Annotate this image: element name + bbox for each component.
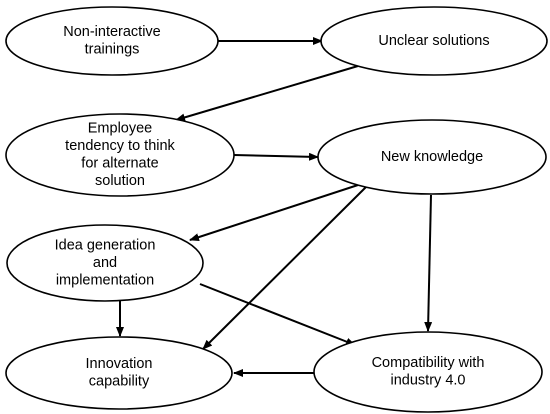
arrow-new-knowledge-to-compatibility-industry bbox=[424, 194, 433, 332]
node-label-line: and bbox=[93, 255, 117, 271]
node-ellipse bbox=[5, 113, 235, 197]
edges-layer bbox=[116, 37, 433, 377]
arrow-new-knowledge-to-idea-generation bbox=[189, 184, 359, 242]
node-ellipse bbox=[5, 336, 233, 410]
arrow-new-knowledge-to-innovation-capability bbox=[202, 186, 367, 350]
arrow-idea-generation-to-compatibility-industry bbox=[199, 283, 356, 346]
node-label-line: capability bbox=[89, 374, 150, 390]
node-unclear-solutions: Unclear solutions bbox=[320, 6, 548, 76]
arrow-employee-tendency-to-new-knowledge bbox=[233, 152, 319, 161]
node-ellipse bbox=[320, 6, 548, 76]
node-ellipse bbox=[317, 119, 547, 195]
node-non-interactive-trainings: Non-interactive trainings bbox=[5, 6, 219, 76]
node-label-line: trainings bbox=[85, 42, 140, 58]
node-innovation-capability: Innovation capability bbox=[5, 336, 233, 410]
node-label-line: Compatibility with bbox=[372, 355, 485, 371]
node-label-line: Innovation bbox=[86, 356, 153, 372]
node-label-line: New knowledge bbox=[381, 149, 483, 165]
node-label-line: Idea generation bbox=[55, 237, 156, 253]
node-compatibility-industry: Compatibility with industry 4.0 bbox=[313, 331, 543, 413]
node-new-knowledge: New knowledge bbox=[317, 119, 547, 195]
node-ellipse bbox=[5, 6, 219, 76]
node-label-line: Unclear solutions bbox=[378, 33, 489, 49]
node-label-line: industry 4.0 bbox=[391, 373, 466, 389]
arrow-unclear-solutions-to-employee-tendency bbox=[175, 65, 359, 122]
node-ellipse bbox=[6, 224, 204, 302]
node-label-line: for alternate bbox=[81, 156, 158, 172]
nodes-layer: Non-interactive trainings Unclear solution… bbox=[5, 6, 548, 413]
node-label-line: implementation bbox=[56, 272, 154, 288]
node-label-line: tendency to think bbox=[65, 138, 175, 154]
node-label-line: Employee bbox=[88, 121, 152, 137]
node-ellipse bbox=[313, 331, 543, 413]
node-label-line: solution bbox=[95, 173, 145, 189]
node-label-line: Non-interactive bbox=[63, 24, 161, 40]
